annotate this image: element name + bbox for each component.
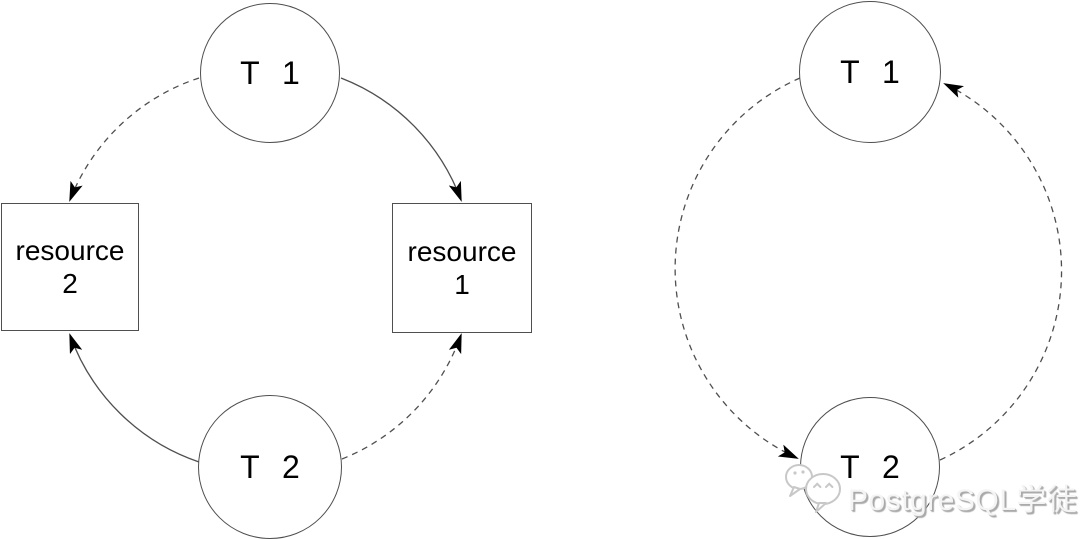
edge-left-t1-to-resource1-solid — [340, 77, 462, 202]
node-transaction-t1-left: T 1 — [200, 3, 340, 143]
node-label-line1: resource — [407, 235, 517, 267]
watermark: PostgreSQL学徒 — [784, 458, 1077, 520]
edge-left-t2-to-resource1-dashed — [341, 333, 462, 460]
edge-left-t1-to-resource2-dashed — [69, 77, 200, 202]
node-label-line1: resource — [15, 234, 125, 266]
node-label-line2: 1 — [454, 269, 470, 300]
node-label: T 2 — [840, 448, 900, 485]
node-label: T 1 — [240, 54, 300, 91]
node-transaction-t2-right: T 2 — [800, 397, 940, 537]
node-label-line2: 2 — [62, 268, 78, 299]
edge-left-t2-to-resource2-solid — [69, 333, 200, 463]
node-label: T 2 — [240, 448, 300, 485]
watermark-text: PostgreSQL学徒 — [848, 484, 1078, 517]
edge-right-t1-to-t2-dashed — [674, 77, 801, 459]
node-resource-1: resource 1 — [392, 203, 532, 333]
node-transaction-t2-left: T 2 — [198, 395, 342, 539]
node-resource-2: resource 2 — [1, 203, 139, 331]
node-label: T 1 — [840, 53, 900, 90]
edge-right-t2-to-t1-dashed — [939, 83, 1063, 461]
node-transaction-t1-right: T 1 — [799, 1, 941, 143]
wechat-icon — [785, 464, 841, 513]
